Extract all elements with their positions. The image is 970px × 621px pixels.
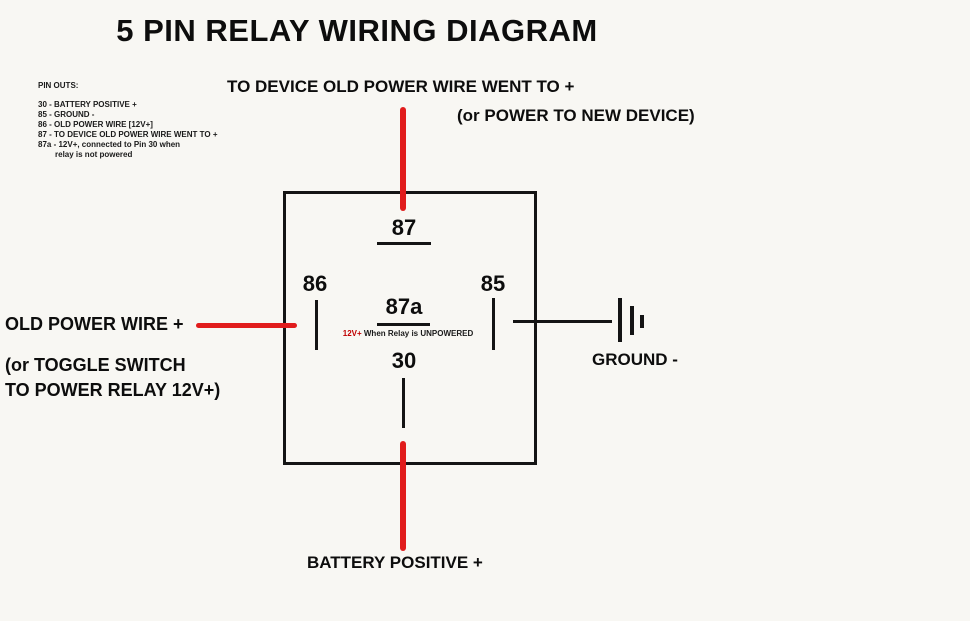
wire-pin86-red [196,323,297,328]
pin-out-item-87a-cont: relay is not powered [55,150,133,159]
wire-pin85-ground [513,320,612,323]
pin-out-item-87: 87 - TO DEVICE OLD POWER WIRE WENT TO + [38,130,218,139]
label-toggle-switch-line1: (or TOGGLE SWITCH [5,355,186,375]
relay-unpowered-note: 12V+ When Relay is UNPOWERED [340,329,476,338]
pin-out-item-30: 30 - BATTERY POSITIVE + [38,100,137,109]
page-title: 5 PIN RELAY WIRING DIAGRAM [116,13,598,48]
pin-out-item-86: 86 - OLD POWER WIRE [12V+] [38,120,153,129]
ground-symbol-bar-long [618,298,622,342]
relay-box [283,191,537,465]
pin-87a-label: 87a [385,294,423,319]
label-battery-positive: BATTERY POSITIVE + [307,553,483,572]
pin-30-terminal-line [402,378,405,428]
label-top-power-new-device: (or POWER TO NEW DEVICE) [457,106,695,125]
wire-pin87-red [400,107,406,211]
relay-note-text: When Relay is UNPOWERED [361,329,474,338]
pin-85-terminal-line [492,298,495,350]
ground-symbol-bar-medium [630,306,634,335]
pin-87-label: 87 [391,215,417,240]
relay-note-voltage: 12V+ [342,329,362,338]
label-old-power-wire: OLD POWER WIRE + [5,314,184,334]
pin-85-label: 85 [480,271,506,296]
pin-outs-heading: PIN OUTS: [38,81,79,90]
pin-out-item-85: 85 - GROUND - [38,110,95,119]
pin-86-label: 86 [302,271,328,296]
ground-symbol-bar-short [640,315,644,328]
label-top-device-wire: TO DEVICE OLD POWER WIRE WENT TO + [227,77,575,96]
pin-out-item-87a: 87a - 12V+, connected to Pin 30 when [38,140,181,149]
pin-87-terminal-line [377,242,431,245]
label-toggle-switch-line2: TO POWER RELAY 12V+) [5,380,221,400]
pin-outs-legend: PIN OUTS: 30 - BATTERY POSITIVE + 85 - G… [38,81,218,160]
pin-87a-terminal-line [377,323,430,326]
pin-30-label: 30 [391,348,417,373]
pin-86-terminal-line [315,300,318,350]
label-ground: GROUND - [592,350,678,369]
wire-pin30-red [400,441,406,551]
